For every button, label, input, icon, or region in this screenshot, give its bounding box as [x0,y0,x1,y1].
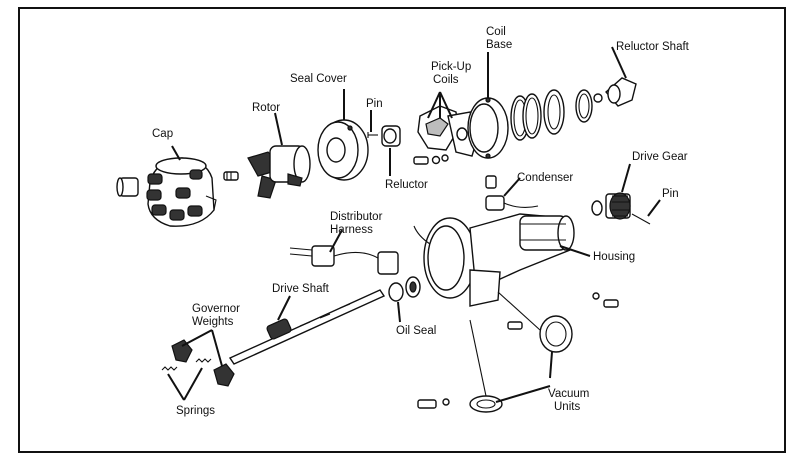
label-seal-cover: Seal Cover [290,73,347,85]
label-distributor-harness-line1: Distributor [330,211,383,223]
pin-top-part [367,132,378,138]
label-oil-seal: Oil Seal [396,325,436,337]
distributor-harness-part [289,245,399,275]
label-drive-gear: Drive Gear [632,151,688,163]
label-coil-base-line2: Base [486,39,512,51]
springs-part [161,358,212,371]
drive-gear-part [591,192,631,220]
cap-part [146,157,217,227]
reluctor-screws-part [413,154,449,165]
drive-shaft-part [228,289,386,365]
label-reluctor-shaft: Reluctor Shaft [616,41,690,53]
oil-seal-part [388,276,421,302]
label-condenser: Condenser [517,172,573,184]
label-distributor-harness-line2: Harness [330,224,373,236]
condenser-part [485,175,539,211]
label-springs: Springs [176,405,215,417]
coil-base-part [467,97,509,159]
housing-part [413,213,575,307]
reluctor-part [381,125,401,147]
label-vacuum-units-line1: Vacuum [548,388,589,400]
reluctor-shaft-part [605,77,637,107]
label-cap: Cap [152,128,173,140]
cap-screw-part [223,171,239,181]
rotor-part [247,145,311,199]
cap-plug-part [116,177,139,197]
seal-cover-part [317,119,369,181]
leader-arrows [167,46,661,403]
label-pin-right: Pin [662,188,679,200]
label-rotor: Rotor [252,102,280,114]
label-pick-up-coils-line2: Coils [433,74,459,86]
label-governor-weights-line2: Weights [192,316,234,328]
label-reluctor: Reluctor [385,179,428,191]
label-vacuum-units-line2: Units [554,401,580,413]
label-pin-top: Pin [366,98,383,110]
diagram-frame [18,7,786,453]
label-pick-up-coils-line1: Pick-Up [431,61,471,73]
pin-right-part [631,213,651,225]
label-coil-base-line1: Coil [486,26,506,38]
label-housing: Housing [593,251,635,263]
label-drive-shaft: Drive Shaft [272,283,330,295]
shaft-washers-part [510,89,603,141]
vacuum-units-part [417,291,619,413]
label-governor-weights-line1: Governor [192,303,240,315]
governor-weights-part [171,339,235,387]
